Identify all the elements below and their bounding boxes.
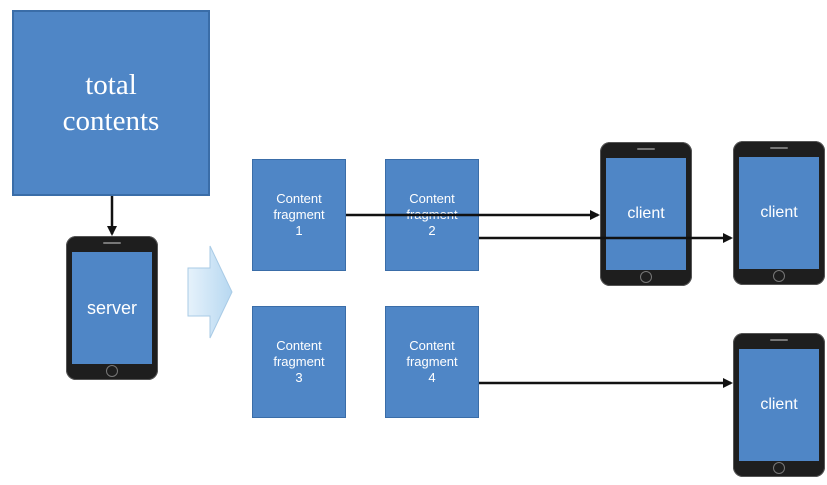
client-phone-3: client xyxy=(733,333,825,477)
home-button-icon xyxy=(773,462,785,474)
client-screen: client xyxy=(739,157,819,269)
client-phone-1: client xyxy=(600,142,692,286)
block-arrow-icon xyxy=(187,245,233,339)
content-fragment-3: Content fragment 3 xyxy=(252,306,346,418)
home-button-icon xyxy=(106,365,118,377)
speaker-icon xyxy=(103,242,121,244)
client-screen: client xyxy=(606,158,686,270)
home-button-icon xyxy=(773,270,785,282)
total-contents-box: total contents xyxy=(12,10,210,196)
server-label: server xyxy=(86,297,137,318)
server-screen: server xyxy=(72,252,152,364)
home-button-icon xyxy=(640,271,652,283)
speaker-icon xyxy=(770,147,788,149)
speaker-icon xyxy=(637,148,655,150)
client-screen: client xyxy=(739,349,819,461)
fragment-label: Content fragment 4 xyxy=(406,338,458,385)
client-label: client xyxy=(760,204,798,221)
client-label: client xyxy=(760,396,798,413)
client-phone-2: client xyxy=(733,141,825,285)
server-phone: server xyxy=(66,236,158,380)
fragment-label: Content fragment 1 xyxy=(273,191,325,238)
content-fragment-4: Content fragment 4 xyxy=(385,306,479,418)
client-label: client xyxy=(627,205,665,222)
speaker-icon xyxy=(770,339,788,341)
fragment-label: Content fragment 3 xyxy=(273,338,325,385)
total-contents-label: total contents xyxy=(62,69,160,137)
content-fragment-1: Content fragment 1 xyxy=(252,159,346,271)
